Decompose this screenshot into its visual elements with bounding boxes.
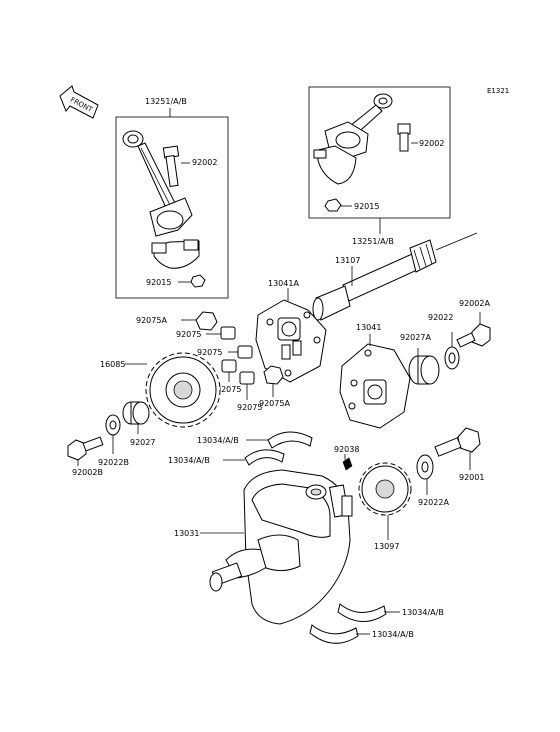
- label-92015-left: 92015: [146, 278, 171, 287]
- label-92002A: 92002A: [459, 299, 490, 308]
- label-92075-b: 92075: [197, 348, 222, 357]
- plate-13041: 13041: [339, 323, 411, 429]
- label-13107: 13107: [335, 256, 360, 265]
- connecting-rod-left: [122, 130, 193, 237]
- left-shaft-hardware: 92027 92022B 92002B: [67, 401, 155, 477]
- label-13034-d: 13034/A/B: [372, 630, 414, 639]
- label-92027A: 92027A: [400, 333, 431, 342]
- label-92002B: 92002B: [72, 468, 103, 477]
- label-13097: 13097: [374, 542, 399, 551]
- label-92075-d: 92075: [237, 403, 262, 412]
- nut-92015-left: [178, 274, 206, 288]
- label-92075-c: 92075: [216, 385, 241, 394]
- label-13041: 13041: [356, 323, 381, 332]
- rod-cap-left: [151, 239, 200, 269]
- label-92015-right: 92015: [354, 202, 379, 211]
- label-13251-left: 13251/A/B: [145, 97, 187, 106]
- label-92075A-top: 92075A: [136, 316, 167, 325]
- bearing-shells-upper: 13034/A/B 13034/A/B: [168, 431, 313, 466]
- rod-cap-right: [313, 145, 357, 185]
- label-92075A-bot: 92075A: [259, 399, 290, 408]
- sprocket-13097: 13097: [358, 462, 412, 551]
- right-shaft-hardware: 92027A 92022 92002A: [400, 299, 491, 385]
- label-92002-left: 92002: [192, 158, 217, 167]
- bearings-92075: 92075A 92075 92075 92075 92075 92075A: [136, 311, 290, 412]
- gear-16085: 16085: [100, 352, 221, 428]
- left-rod-assembly: 13251/A/B 92002 92015: [115, 97, 229, 299]
- label-13034-a: 13034/A/B: [197, 436, 239, 445]
- label-92038: 92038: [334, 445, 359, 454]
- left-rod-box: [115, 116, 229, 299]
- front-arrow-icon: FRONT: [59, 85, 99, 119]
- label-92022A: 92022A: [418, 498, 449, 507]
- housing-13041A: 13041A: [255, 279, 327, 383]
- diagram-code: E1321: [487, 87, 509, 95]
- label-13031: 13031: [174, 529, 199, 538]
- label-92022: 92022: [428, 313, 453, 322]
- label-13041A: 13041A: [268, 279, 299, 288]
- label-13251-right: 13251/A/B: [352, 237, 394, 246]
- label-92002-right: 92002: [419, 139, 444, 148]
- nut-92015-right: [324, 198, 352, 212]
- shaft-13107: 13107: [312, 232, 478, 321]
- label-92027: 92027: [130, 438, 155, 447]
- bolt-92002-left: [162, 145, 190, 187]
- crank-bolt-hardware: 92001 92022A: [416, 427, 484, 507]
- label-92022B: 92022B: [98, 458, 129, 467]
- crankshaft-13031: 13031: [174, 469, 353, 625]
- right-rod-box: [308, 86, 451, 219]
- label-13034-c: 13034/A/B: [402, 608, 444, 617]
- label-16085: 16085: [100, 360, 125, 369]
- bolt-92002-right: [397, 123, 418, 152]
- bearing-shells-lower: 13034/A/B 13034/A/B: [309, 603, 444, 644]
- right-rod-assembly: 92002 92015 13251/A/B: [308, 86, 451, 246]
- key-92038: 92038: [334, 445, 359, 471]
- label-92001: 92001: [459, 473, 484, 482]
- label-13034-b: 13034/A/B: [168, 456, 210, 465]
- label-92075-a: 92075: [176, 330, 201, 339]
